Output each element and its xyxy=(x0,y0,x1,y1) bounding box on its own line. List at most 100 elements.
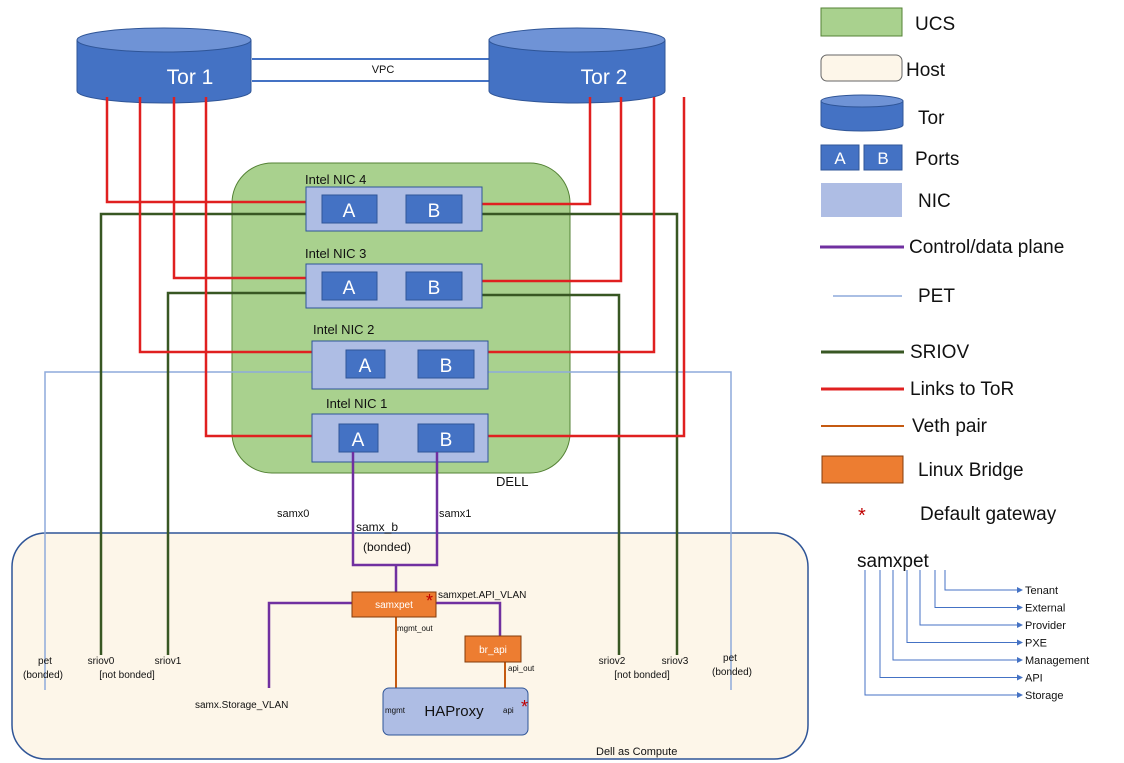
legend-host-swatch xyxy=(820,54,903,82)
legend-sriov-label: SRIOV xyxy=(910,342,969,363)
nic-1-port-a xyxy=(338,423,379,453)
tor-2-switch xyxy=(488,27,666,104)
legend-bridge-swatch xyxy=(821,455,904,484)
mgmt-out-label: mgmt_out xyxy=(397,624,433,633)
legend-ports-label: Ports xyxy=(915,149,959,170)
sriov3-label: sriov3 xyxy=(662,656,689,667)
legend-port-a-label: A xyxy=(834,149,846,168)
nic-3-port-b-label: B xyxy=(428,278,441,299)
br-api-bridge xyxy=(464,635,522,663)
haproxy-gateway-mark: * xyxy=(521,697,528,717)
naming-item-api: API xyxy=(1025,673,1043,685)
naming-arrowhead xyxy=(1017,674,1023,681)
sriov0-label: sriov0 xyxy=(88,656,115,667)
pet-links xyxy=(44,371,732,690)
nic-3-port-b xyxy=(405,271,463,301)
pet-right-sub-label: (bonded) xyxy=(712,667,752,678)
nic-2-port-b-label: B xyxy=(440,356,453,377)
naming-connector xyxy=(892,570,1017,661)
legend-tor-label: Tor xyxy=(918,108,945,129)
samx0-label: samx0 xyxy=(277,508,309,520)
nic-4-port-b xyxy=(405,194,463,224)
naming-item-management: Management xyxy=(1025,655,1089,667)
naming-item-external: External xyxy=(1025,603,1065,615)
nic-1-label: Intel NIC 1 xyxy=(326,396,387,411)
samxpet-gateway-mark: * xyxy=(426,591,433,611)
naming-connector xyxy=(879,570,1017,678)
nic-3-port-a xyxy=(321,271,378,301)
naming-arrowhead xyxy=(1017,639,1023,646)
legend-gateway-label: Default gateway xyxy=(920,504,1057,525)
pet-left-sub-label: (bonded) xyxy=(23,670,63,681)
nic-2-port-a-label: A xyxy=(359,356,372,377)
nic-4-label: Intel NIC 4 xyxy=(305,172,366,187)
tor-1-switch xyxy=(76,27,252,104)
naming-item-provider: Provider xyxy=(1025,620,1066,632)
nic-2-label: Intel NIC 2 xyxy=(313,322,374,337)
pet-left-label: pet xyxy=(38,656,52,667)
naming-connector xyxy=(944,570,1017,591)
legend-nic-swatch xyxy=(821,183,902,217)
ucs-server-box xyxy=(231,162,571,474)
control-plane-links xyxy=(267,452,502,688)
naming-title: samxpet xyxy=(857,551,930,572)
naming-connector xyxy=(864,570,1017,696)
legend-port-b-swatch xyxy=(863,144,903,171)
veth-pairs xyxy=(395,617,506,688)
samx-b-bonded-label: (bonded) xyxy=(363,540,411,554)
nic-1-port-b-label: B xyxy=(440,430,453,451)
naming-item-tenant: Tenant xyxy=(1025,585,1058,597)
naming-connector xyxy=(906,570,1017,643)
naming-connector xyxy=(919,570,1017,626)
storage-vlan-label: samx.Storage_VLAN xyxy=(195,700,288,711)
legend-pet-label: PET xyxy=(918,286,955,307)
nic-2-port-a xyxy=(345,349,386,379)
nic-3-port-a-label: A xyxy=(343,278,356,299)
naming-connectors xyxy=(864,570,1023,698)
legend-veth-label: Veth pair xyxy=(912,416,988,437)
naming-arrowhead xyxy=(1017,622,1023,628)
api-out-label: api_out xyxy=(508,664,535,673)
haproxy-label: HAProxy xyxy=(424,703,484,720)
nic-1-port-b xyxy=(417,423,475,453)
sriov-right-sub-label: [not bonded] xyxy=(614,670,670,681)
haproxy-api-label: api xyxy=(503,706,514,715)
pet-right-label: pet xyxy=(723,653,737,664)
host-box xyxy=(11,532,809,760)
legend-port-b-label: B xyxy=(877,149,888,168)
sriov1-label: sriov1 xyxy=(155,656,182,667)
tor-links xyxy=(105,97,686,438)
tor-1-label: Tor 1 xyxy=(167,66,214,89)
nic-3-label: Intel NIC 3 xyxy=(305,246,366,261)
nic-4-port-b-label: B xyxy=(428,201,441,222)
legend-ucs-swatch xyxy=(820,7,903,37)
samxpet-bridge xyxy=(351,591,437,618)
legend-port-a-swatch xyxy=(820,144,860,171)
samxpet-api-vlan-label: samxpet.API_VLAN xyxy=(438,590,526,601)
legend-gateway-mark: * xyxy=(858,505,866,527)
nic-4-port-a xyxy=(321,194,378,224)
ucs-label: DELL xyxy=(496,474,529,489)
haproxy-mgmt-label: mgmt xyxy=(385,706,406,715)
haproxy-box xyxy=(382,687,529,736)
legend-tor-link-label: Links to ToR xyxy=(910,379,1014,400)
legend-ucs-label: UCS xyxy=(915,14,955,35)
naming-item-pxe: PXE xyxy=(1025,638,1047,650)
host-label: Dell as Compute xyxy=(596,746,677,758)
sriov-links xyxy=(99,212,679,655)
vpc-label: VPC xyxy=(372,64,395,76)
sriov-left-sub-label: [not bonded] xyxy=(99,670,155,681)
legend: UCS Host Tor A B Ports NIC Control/data … xyxy=(820,7,1064,527)
nic-2-port-b xyxy=(417,349,475,379)
samx-b-label: samx_b xyxy=(356,520,398,534)
legend-host-label: Host xyxy=(906,60,946,81)
legend-control-label: Control/data plane xyxy=(909,237,1064,258)
legend-nic-label: NIC xyxy=(918,191,951,212)
vpc-link xyxy=(252,58,490,82)
samxpet-bridge-label: samxpet xyxy=(375,600,413,611)
naming-arrowhead xyxy=(1017,692,1023,698)
legend-bridge-label: Linux Bridge xyxy=(918,460,1024,481)
samx1-label: samx1 xyxy=(439,508,471,520)
